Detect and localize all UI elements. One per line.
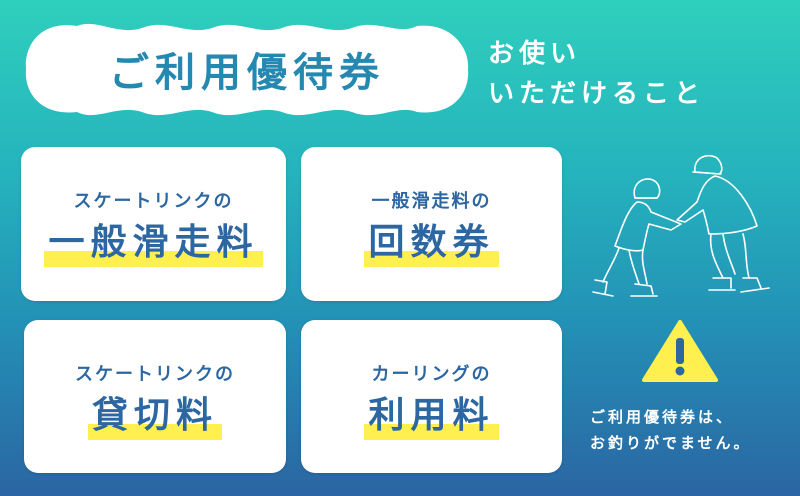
cloud-shape [25, 23, 469, 116]
card-subtitle: 一般滑走料の [371, 191, 492, 212]
warning-triangle-icon [640, 318, 720, 388]
notice-line-1: ご利用優待券は、 [590, 408, 735, 426]
ice-skating-parent-child-icon [585, 150, 785, 306]
card-label: 一般滑走料 [44, 221, 263, 267]
card-label: 利用料 [364, 394, 499, 440]
notice-line-2: お釣りがでません。 [590, 434, 752, 452]
card-coupon-ticket: 一般滑走料の 回数券 [301, 147, 562, 301]
card-label: 貸切料 [87, 394, 223, 440]
notice-text: ご利用優待券は、 お釣りがでません。 [590, 404, 800, 456]
headline-line-2: いただけること [488, 79, 706, 109]
card-subtitle: スケートリンクの [73, 191, 234, 212]
card-subtitle: スケートリンクの [75, 364, 235, 385]
card-curling-fee: カーリングの 利用料 [301, 320, 562, 473]
card-private-rental-fee: スケートリンクの 貸切料 [24, 320, 286, 473]
card-general-skating-fee: スケートリンクの 一般滑走料 [21, 147, 286, 301]
headline-line-1: お使い [488, 39, 582, 69]
card-label: 回数券 [364, 221, 499, 267]
card-subtitle: カーリングの [371, 364, 492, 385]
title-cloud-badge: ご利用優待券 [22, 14, 472, 124]
page-title: ご利用優待券 [109, 50, 385, 96]
headline: お使い いただけること [488, 34, 705, 114]
